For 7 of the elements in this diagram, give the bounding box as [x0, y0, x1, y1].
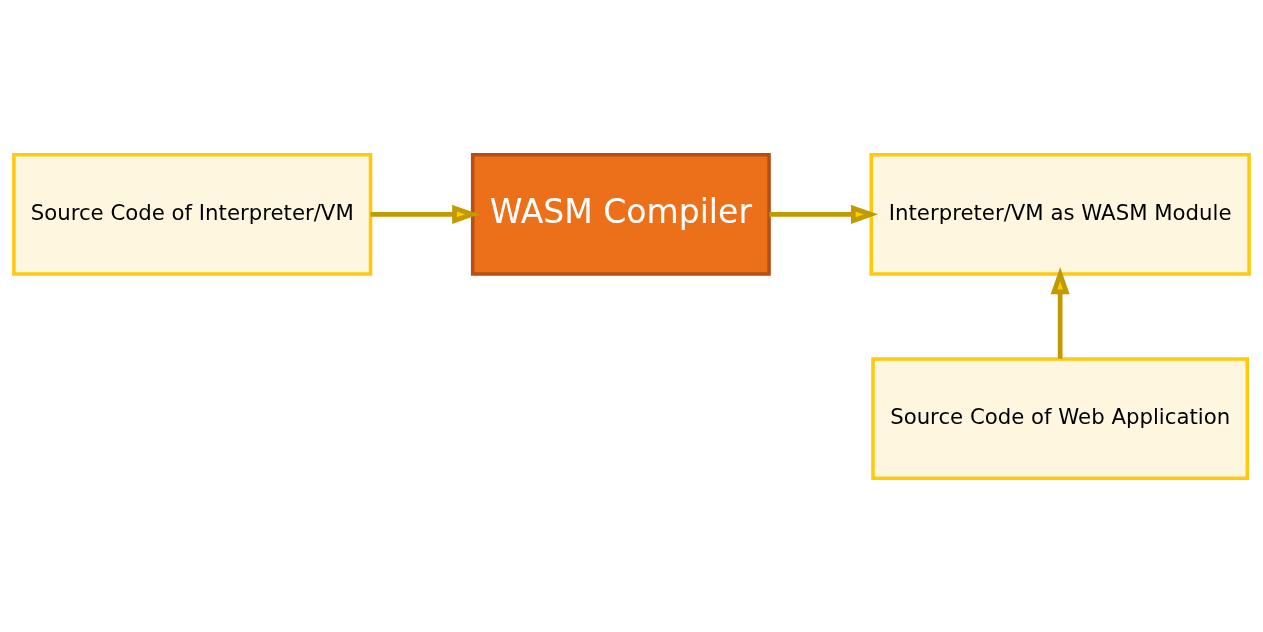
- node-box: WASM Compiler: [470, 152, 771, 276]
- arrow: [370, 204, 480, 224]
- node-box: Source Code of Interpreter/VM: [12, 152, 373, 276]
- arrow: [1050, 266, 1070, 358]
- node-box: Interpreter/VM as WASM Module: [869, 152, 1251, 276]
- arrow: [769, 204, 879, 224]
- node-box: Source Code of Web Application: [871, 356, 1250, 480]
